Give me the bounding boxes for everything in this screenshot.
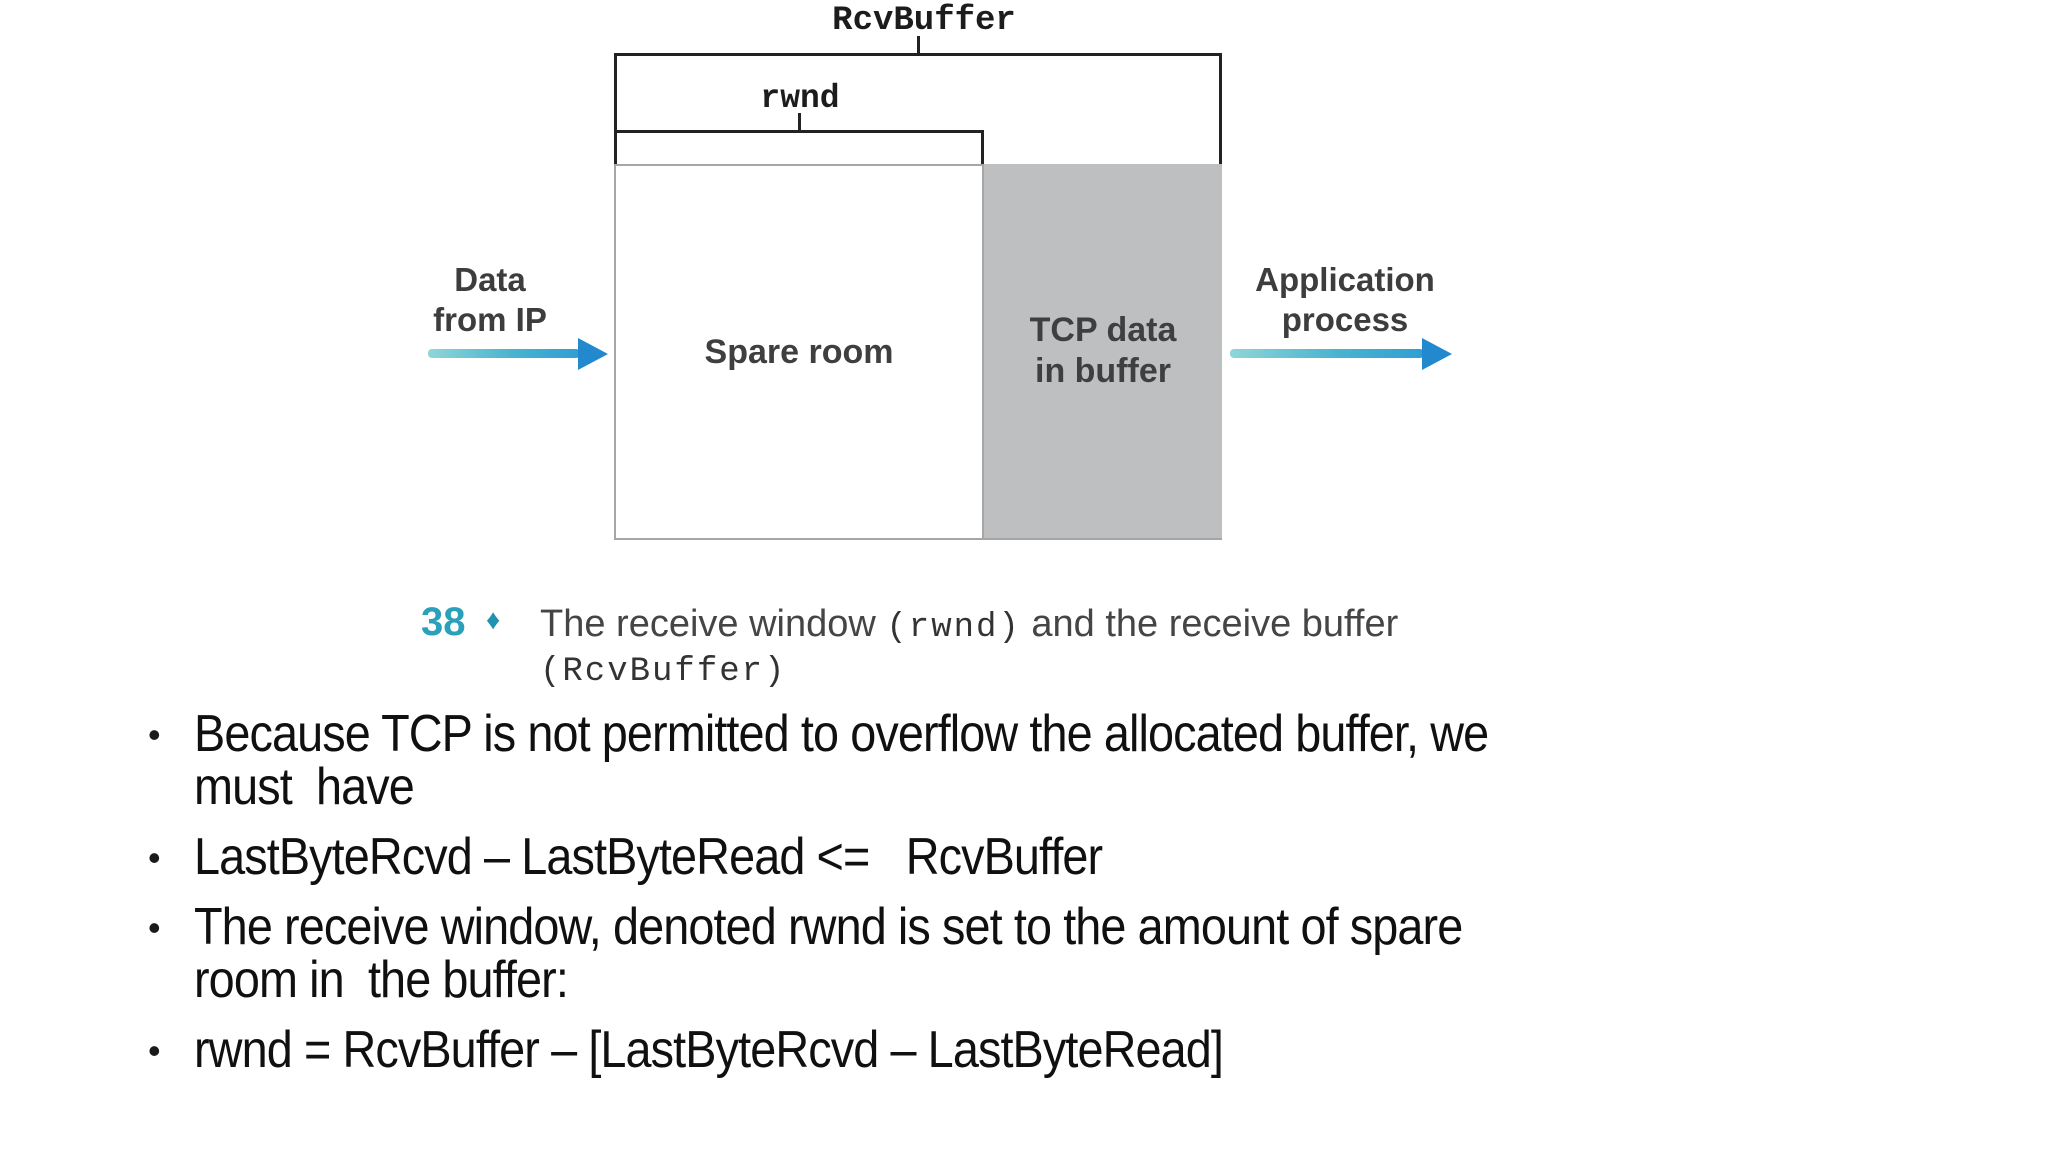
figure-caption-line2: (RcvBuffer)	[540, 653, 787, 691]
caption-text-before: The receive window	[540, 603, 887, 645]
bullet-line: LastByteRcvd – LastByteRead <= RcvBuffer	[194, 828, 1103, 886]
incoming-data-arrowhead-icon	[578, 338, 608, 370]
bullet-icon: •	[148, 714, 161, 755]
application-process-label: Application process	[1240, 260, 1450, 340]
data-from-ip-label: Data from IP	[400, 260, 580, 340]
bullet-item-inequality: • LastByteRcvd – LastByteRead <= RcvBuff…	[148, 831, 1948, 884]
bullet-line: room in the buffer:	[194, 951, 569, 1009]
rcvbuffer-tick-line	[917, 36, 920, 54]
rwnd-bracket	[614, 130, 984, 164]
incoming-data-arrow	[428, 349, 580, 358]
rcvbuffer-bracket	[614, 53, 1222, 164]
bullet-item-rwnd-formula: • rwnd = RcvBuffer – [LastByteRcvd – Las…	[148, 1024, 1948, 1077]
bullet-item-receive-window: • The receive window, denoted rwnd is se…	[148, 901, 1948, 1007]
spare-room-label: Spare room	[704, 332, 894, 371]
figure-caption-line1: The receive window (rwnd) and the receiv…	[540, 603, 1398, 647]
bullet-text: Because TCP is not permitted to overflow…	[194, 705, 1489, 816]
tcp-data-label-line1: TCP data	[1029, 311, 1177, 349]
rwnd-label: rwnd	[760, 80, 840, 117]
bullet-line: Because TCP is not permitted to overflow…	[194, 705, 1489, 763]
bullet-icon: •	[148, 1030, 161, 1071]
bullet-line: rwnd = RcvBuffer – [LastByteRcvd – LastB…	[194, 1021, 1224, 1079]
spare-room-box: Spare room	[614, 164, 984, 540]
bullet-line: The receive window, denoted rwnd is set …	[194, 898, 1463, 956]
application-label-line2: process	[1281, 301, 1409, 338]
rcvbuffer-label: RcvBuffer	[832, 2, 1016, 40]
bullet-line: must have	[194, 758, 415, 816]
application-label-line1: Application	[1255, 261, 1435, 298]
bullet-list: • Because TCP is not permitted to overfl…	[148, 708, 1948, 1094]
figure-number: 38	[421, 600, 466, 644]
bullet-text: The receive window, denoted rwnd is set …	[194, 898, 1463, 1009]
bullet-text: LastByteRcvd – LastByteRead <= RcvBuffer	[194, 828, 1103, 886]
rwnd-tick-line	[798, 113, 801, 130]
outgoing-data-arrow	[1230, 349, 1424, 358]
data-from-ip-line2: from IP	[433, 301, 547, 338]
caption-rwnd-mono: (rwnd)	[886, 609, 1021, 647]
bullet-item-overflow: • Because TCP is not permitted to overfl…	[148, 708, 1948, 814]
outgoing-data-arrowhead-icon	[1422, 338, 1452, 370]
bullet-icon: •	[148, 837, 161, 878]
tcp-data-label-line2: in buffer	[1035, 352, 1171, 390]
data-from-ip-line1: Data	[454, 261, 526, 298]
caption-text-after: and the receive buffer	[1020, 603, 1399, 645]
tcp-data-in-buffer-box: TCP data in buffer	[984, 164, 1222, 540]
diamond-icon: ♦	[486, 604, 501, 635]
bullet-icon: •	[148, 907, 161, 948]
bullet-text: rwnd = RcvBuffer – [LastByteRcvd – LastB…	[194, 1021, 1224, 1079]
